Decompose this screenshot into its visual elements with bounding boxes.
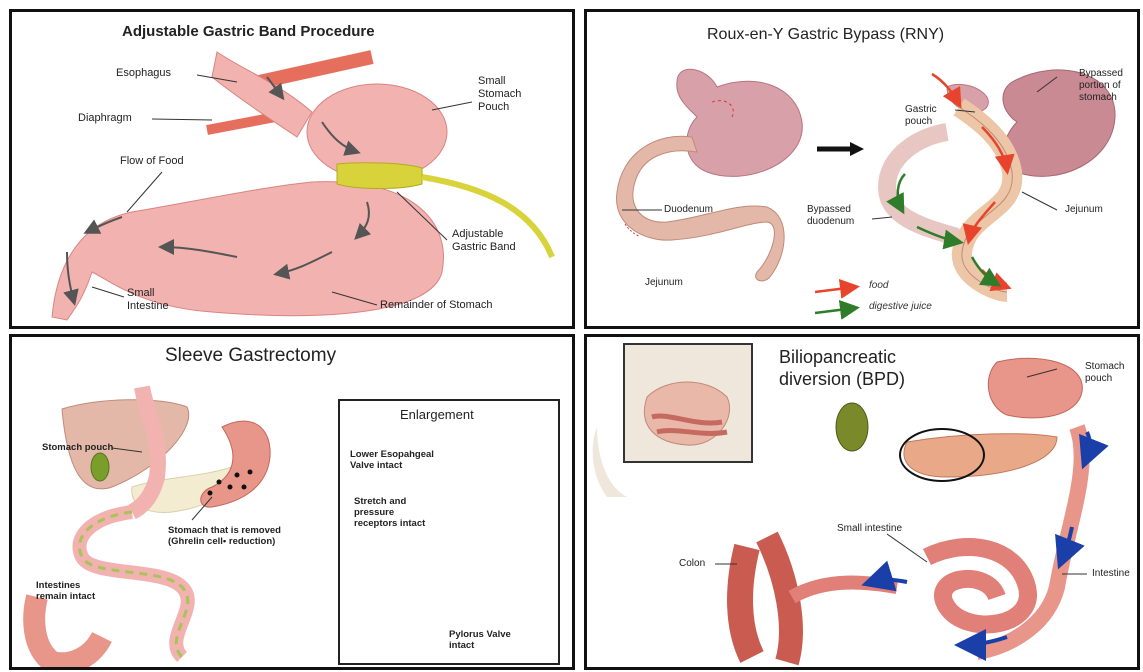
label-jejunum-left: Jejunum: [645, 277, 683, 289]
roux-en-y-title: Roux-en-Y Gastric Bypass (RNY): [707, 26, 944, 44]
panel-gastric-band: Adjustable Gastric Band Procedure Esopha…: [9, 9, 575, 329]
label-gastric-pouch-1: Gastric: [905, 104, 937, 116]
label-adjustable-band-2: Gastric Band: [452, 241, 516, 254]
label-small-pouch-3: Pouch: [478, 101, 509, 114]
panel-roux-en-y: Roux-en-Y Gastric Bypass (RNY) Duodenum …: [584, 9, 1140, 329]
label-colon: Colon: [679, 558, 705, 570]
enlargement-box: [338, 399, 560, 665]
label-lower-valve-1: Lower Esopahgeal: [350, 449, 434, 460]
legend-digestive-juice: digestive juice: [869, 301, 932, 312]
label-pylorus-1: Pylorus Valve: [449, 629, 511, 640]
label-stomach-pouch-bpd-1: Stomach: [1085, 361, 1124, 373]
label-bypassed-stomach-1: Bypassed: [1079, 68, 1123, 80]
label-small-pouch-1: Small: [478, 75, 506, 88]
label-gastric-pouch-2: pouch: [905, 116, 932, 128]
label-jejunum-right: Jejunum: [1065, 204, 1103, 216]
label-diaphragm: Diaphragm: [78, 112, 132, 125]
enlargement-title: Enlargement: [400, 407, 474, 422]
label-esophagus: Esophagus: [116, 67, 171, 80]
label-small-intestine-1: Small: [127, 287, 155, 300]
label-small-intestine-bpd: Small intestine: [837, 523, 902, 535]
panel-sleeve-gastrectomy: Sleeve Gastrectomy Stomach pouch Stomach…: [9, 334, 575, 670]
gastric-band-illustration: [12, 12, 575, 329]
label-bypassed-stomach-2: portion of: [1079, 80, 1121, 92]
label-pylorus-2: intact: [449, 640, 474, 651]
bpd-title-1: Biliopancreatic: [779, 347, 896, 368]
panel-bpd: Biliopancreatic diversion (BPD) Stomach …: [584, 334, 1140, 670]
label-bypassed-duodenum-1: Bypassed: [807, 204, 851, 216]
label-stomach-removed-2: (Ghrelin cell• reduction): [168, 536, 275, 547]
label-stretch-3: receptors intact: [354, 518, 425, 529]
label-adjustable-band-1: Adjustable: [452, 228, 503, 241]
legend-food: food: [869, 280, 888, 291]
label-remainder-stomach: Remainder of Stomach: [380, 299, 493, 312]
sleeve-title: Sleeve Gastrectomy: [165, 345, 336, 367]
label-stomach-pouch: Stomach pouch: [42, 442, 113, 453]
label-intestines-intact-2: remain intact: [36, 591, 95, 602]
label-small-intestine-2: Intestine: [127, 300, 169, 313]
gastric-band-title: Adjustable Gastric Band Procedure: [122, 23, 375, 40]
label-stomach-removed-1: Stomach that is removed: [168, 525, 281, 536]
label-duodenum: Duodenum: [664, 204, 713, 216]
label-stomach-pouch-bpd-2: pouch: [1085, 373, 1112, 385]
label-small-pouch-2: Stomach: [478, 88, 521, 101]
bpd-title-2: diversion (BPD): [779, 369, 905, 390]
label-intestines-intact-1: Intestines: [36, 580, 80, 591]
label-bypassed-duodenum-2: duodenum: [807, 216, 854, 228]
label-flow-of-food: Flow of Food: [120, 155, 184, 168]
label-stretch-2: pressure: [354, 507, 394, 518]
label-stretch-1: Stretch and: [354, 496, 406, 507]
label-lower-valve-2: Valve intact: [350, 460, 402, 471]
label-intestine-bpd: Intestine: [1092, 568, 1130, 580]
label-bypassed-stomach-3: stomach: [1079, 92, 1117, 104]
